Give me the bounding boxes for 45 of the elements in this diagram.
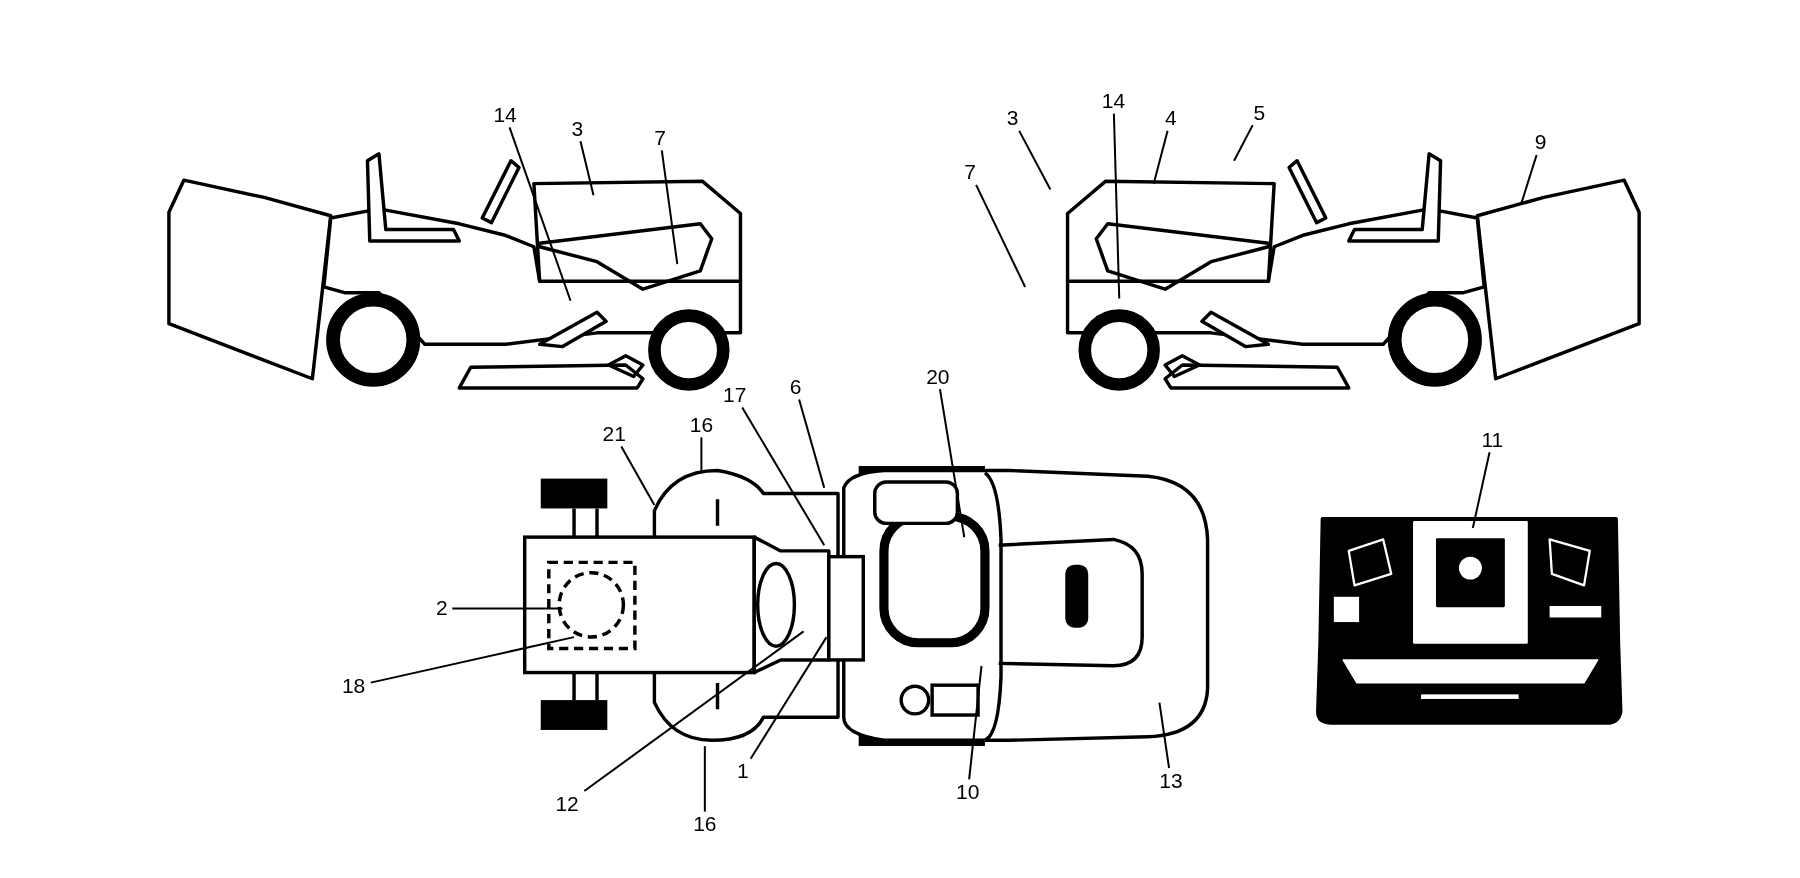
callout-number: 1 <box>736 760 749 783</box>
callout-number: 20 <box>926 365 950 388</box>
callout-number: 3 <box>571 117 584 140</box>
leader-line <box>1158 701 1171 769</box>
leader-line <box>938 388 966 539</box>
leader-line <box>968 664 983 781</box>
callout-number: 4 <box>1165 107 1177 130</box>
leader-line <box>508 126 572 302</box>
tractor-top-drawing <box>523 465 1210 746</box>
callout-number: 3 <box>1006 107 1019 130</box>
leader-line <box>703 745 706 813</box>
leader-line <box>1152 129 1169 185</box>
callout-number: 14 <box>493 103 517 126</box>
leader-line <box>798 398 826 489</box>
leader-line <box>583 630 805 793</box>
callout-number: 21 <box>602 422 626 445</box>
leader-line <box>700 436 703 472</box>
leader-line <box>1018 129 1052 191</box>
callout-number: 13 <box>1159 769 1183 792</box>
callout-number: 5 <box>1253 101 1266 124</box>
leader-line <box>1112 112 1121 300</box>
callout-number: 6 <box>789 375 802 398</box>
callout-number: 17 <box>723 383 747 406</box>
callout-number: 16 <box>693 813 717 836</box>
leader-line <box>620 445 656 507</box>
leader-line <box>1471 451 1491 530</box>
callout-number: 7 <box>964 161 976 184</box>
leader-line <box>451 607 564 610</box>
leader-line <box>1233 124 1254 162</box>
tractor-side-drawing <box>1065 152 1641 391</box>
leader-line <box>749 636 828 760</box>
callout-number: 9 <box>1534 131 1547 154</box>
rear-panel-drawing <box>1316 517 1623 725</box>
callout-number: 14 <box>1101 90 1126 112</box>
leader-line <box>975 183 1027 288</box>
callout-number: 18 <box>341 675 366 698</box>
leader-line <box>660 149 679 266</box>
callout-number: 7 <box>654 126 666 149</box>
callout-number: 11 <box>1481 428 1504 451</box>
callout-number: 2 <box>436 597 448 620</box>
leader-line <box>369 636 575 684</box>
callout-number: 16 <box>689 413 714 436</box>
callout-number: 12 <box>555 792 579 815</box>
callout-number: 10 <box>956 781 980 804</box>
leader-line <box>579 140 595 197</box>
